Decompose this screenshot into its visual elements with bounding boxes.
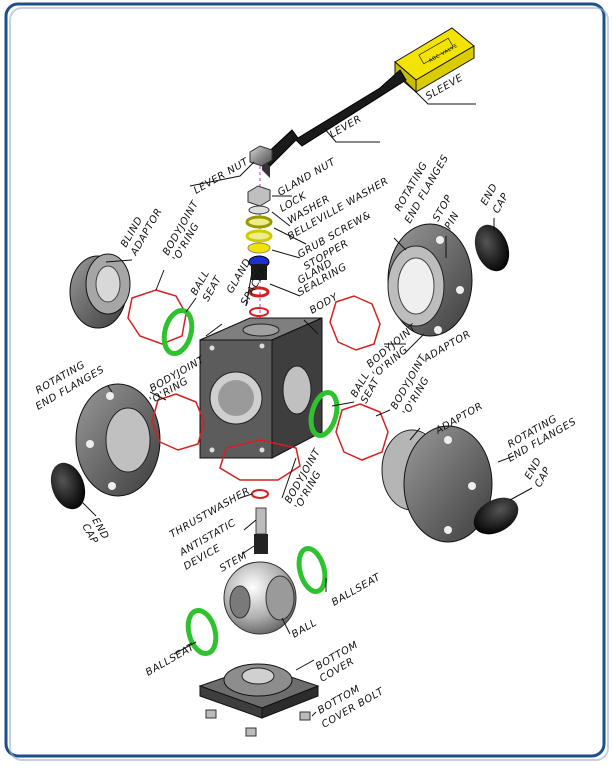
belleville-washer-1 bbox=[245, 215, 273, 229]
blind-adaptor bbox=[69, 253, 131, 329]
grub-screw-stopper bbox=[247, 242, 271, 254]
gland-nut bbox=[247, 185, 271, 207]
ball-seat-top bbox=[161, 307, 195, 357]
end-cap-left bbox=[50, 462, 86, 510]
rotating-end-flange-right-bottom bbox=[381, 425, 493, 543]
bodyjoint-o-ring-left-top bbox=[127, 289, 187, 345]
gland-spacer bbox=[251, 264, 267, 280]
valve-body bbox=[199, 317, 323, 459]
bodyjoint-o-ring-left bbox=[151, 393, 205, 451]
ballseat-left bbox=[185, 607, 219, 657]
gland-sealring-2 bbox=[249, 307, 269, 317]
lock-washer bbox=[248, 205, 270, 215]
antistatic-device bbox=[255, 507, 267, 535]
ballseat-right bbox=[296, 546, 328, 594]
belleville-washer-2 bbox=[245, 229, 273, 243]
bodyjoint-o-ring-bottom bbox=[219, 439, 301, 481]
bodyjoint-o-ring-right-top bbox=[329, 295, 381, 351]
sleeve: ABC VALVE bbox=[394, 27, 475, 94]
bottom-cover-bolts bbox=[205, 709, 311, 737]
ball bbox=[223, 561, 297, 635]
bottom-cover bbox=[198, 663, 320, 719]
rotating-end-flange-right-top bbox=[387, 223, 473, 337]
bodyjoint-o-ring-right bbox=[335, 403, 389, 461]
gland-sealring bbox=[248, 286, 270, 298]
lever-nut bbox=[249, 145, 273, 167]
stem bbox=[254, 534, 268, 554]
rotating-end-flange-left bbox=[75, 383, 161, 497]
end-cap-right-top bbox=[474, 224, 510, 272]
end-cap-right-bottom bbox=[473, 497, 519, 535]
ball-seat-right bbox=[308, 390, 340, 438]
